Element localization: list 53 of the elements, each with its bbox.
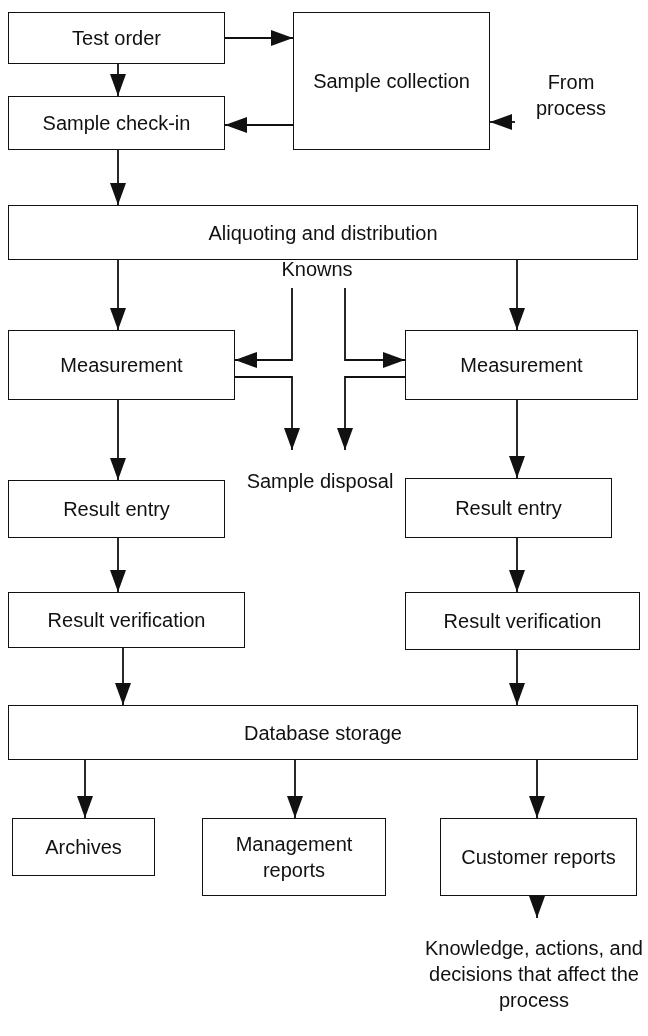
process-box [8,705,638,760]
box-label: Result entry [63,497,170,522]
box-label: Management reports [234,832,354,883]
process-box [405,330,638,400]
process-box [293,12,490,150]
process-box [8,12,225,64]
process-box [8,330,235,400]
arrow [529,759,545,819]
arrow [110,537,126,593]
box-label: Result verification [47,608,206,633]
box-label: Database storage [244,720,402,746]
flow-text: Knowledge, actions, and decisions that affect the process [424,936,644,1013]
process-box [12,818,155,876]
process-box [8,480,225,538]
box-label: Measurement [60,353,183,378]
process-box [8,592,245,648]
box-label: Result entry [455,496,562,521]
arrow [234,287,293,368]
box-label: Archives [45,835,122,860]
arrow [110,63,126,97]
arrow [287,759,303,819]
arrow [77,759,93,819]
arrow [110,259,126,331]
process-box [202,818,386,896]
arrow [509,537,525,593]
box-label: Measurement [460,353,583,378]
process-box [405,592,640,650]
box-label: Sample collection [313,69,470,94]
arrow [234,376,300,451]
arrow [337,376,406,451]
arrow [509,649,525,706]
process-box [405,478,612,538]
arrow [110,399,126,481]
arrow [489,114,516,130]
flow-text: Knowns [281,257,353,282]
box-label: Sample check-in [42,111,191,136]
process-box [8,96,225,150]
box-label: Test order [72,26,161,51]
process-box [440,818,637,896]
flow-text: From process [535,70,607,121]
arrow [344,287,406,368]
flow-text: Sample disposal [246,469,394,494]
arrow [224,30,294,46]
arrow [509,259,525,331]
arrow [509,399,525,479]
arrow [110,149,126,206]
box-label: Aliquoting and distribution [208,220,438,246]
process-box [8,205,638,260]
arrow [224,117,294,133]
box-label: Customer reports [461,845,616,870]
box-label: Result verification [443,609,602,634]
arrow [529,895,545,919]
arrow [115,647,131,706]
